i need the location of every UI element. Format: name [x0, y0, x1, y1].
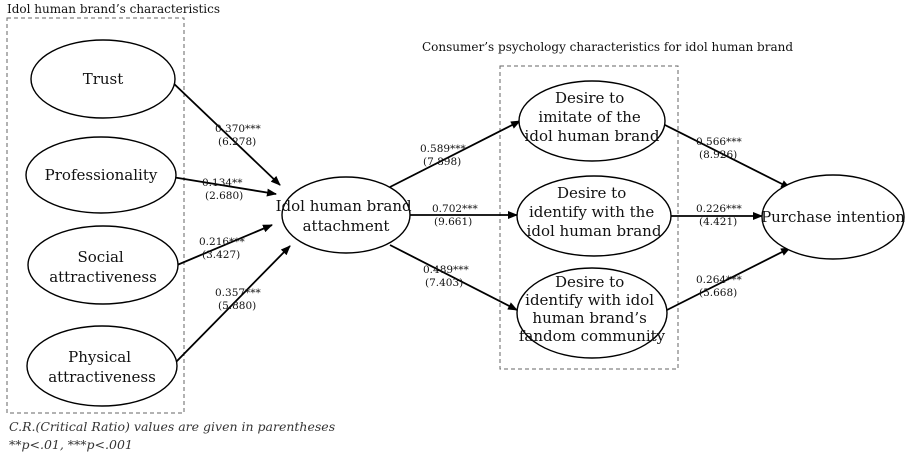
node-trust-label: Trust	[83, 70, 124, 88]
coef-cr: (5.880)	[218, 300, 256, 312]
coef-cr: (3.427)	[202, 249, 240, 261]
coef-cr: (7.898)	[423, 156, 461, 168]
coef-value: 0.134**	[202, 177, 243, 189]
arrow-social-attachment	[169, 224, 273, 269]
coef-value: 0.702***	[432, 203, 479, 215]
node-desire-fandom-label: Desire to identify with idol human brand…	[519, 273, 666, 345]
coef-value: 0.370***	[215, 123, 262, 135]
arrow-imitate-purchase	[662, 123, 791, 189]
node-social-attractiveness-label: Social attractiveness	[49, 248, 157, 286]
coef-value: 0.566***	[696, 136, 743, 148]
coef-social-attachment: 0.216*** (3.427)	[199, 236, 246, 261]
coef-attachment-imitate: 0.589*** (7.898)	[420, 143, 467, 168]
coef-value: 0.226***	[696, 203, 743, 215]
arrow-physical-attachment	[175, 245, 291, 363]
coef-physical-attachment: 0.357*** (5.880)	[215, 287, 262, 312]
coef-value: 0.216***	[199, 236, 246, 248]
arrow-trust-attachment	[169, 79, 281, 186]
coef-trust-attachment: 0.370*** (6.278)	[215, 123, 262, 148]
coef-cr: (6.278)	[218, 136, 256, 148]
consumer-psychology-title: Consumer’s psychology characteristics fo…	[422, 40, 793, 54]
coef-cr: (9.661)	[434, 216, 472, 228]
arrow-fandom-purchase	[662, 247, 791, 313]
node-physical-attractiveness: Physical attractiveness	[26, 325, 178, 407]
coef-fandom-purchase: 0.264*** (5.668)	[696, 274, 743, 299]
coef-value: 0.489***	[423, 264, 470, 276]
coef-attachment-identify: 0.702*** (9.661)	[432, 203, 479, 228]
node-physical-attractiveness-label: Physical attractiveness	[48, 348, 156, 386]
node-professionality-label: Professionality	[45, 166, 158, 184]
cr-footnote: C.R.(Critical Ratio) values are given in…	[9, 419, 335, 434]
coef-professionality-attachment: 0.134** (2.680)	[202, 177, 243, 202]
node-desire-identify: Desire to identify with the idol human b…	[516, 175, 672, 257]
node-attachment: Idol human brand attachment	[276, 176, 417, 254]
node-attachment-label: Idol human brand attachment	[276, 197, 417, 235]
coef-cr: (2.680)	[205, 190, 243, 202]
node-purchase-intention: Purchase intention	[761, 174, 905, 260]
node-desire-imitate-label: Desire to imitate of the idol human bran…	[525, 89, 660, 145]
coef-cr: (7.403)	[425, 277, 463, 289]
coef-cr: (5.668)	[699, 287, 737, 299]
coef-identify-purchase: 0.226*** (4.421)	[696, 203, 743, 228]
node-desire-imitate: Desire to imitate of the idol human bran…	[518, 80, 666, 162]
node-trust: Trust	[30, 39, 176, 119]
coef-value: 0.264***	[696, 274, 743, 286]
node-desire-fandom: Desire to identify with idol human brand…	[516, 267, 668, 359]
arrow-professionality-attachment	[171, 176, 277, 197]
brand-characteristics-title: Idol human brand’s characteristics	[7, 2, 220, 16]
node-desire-identify-label: Desire to identify with the idol human b…	[527, 184, 662, 240]
node-professionality: Professionality	[25, 136, 177, 214]
arrow-attachment-fandom	[389, 244, 518, 311]
arrow-attachment-imitate	[389, 120, 521, 188]
coef-value: 0.589***	[420, 143, 467, 155]
significance-footnote: **p<.01, ***p<.001	[9, 437, 133, 452]
coef-imitate-purchase: 0.566*** (8.926)	[696, 136, 743, 161]
node-social-attractiveness: Social attractiveness	[27, 225, 179, 305]
brand-characteristics-group-box	[6, 17, 185, 414]
coef-cr: (8.926)	[699, 149, 737, 161]
path-arrows	[169, 79, 791, 363]
coef-cr: (4.421)	[699, 216, 737, 228]
consumer-psychology-group-box	[499, 65, 679, 370]
coef-attachment-fandom: 0.489*** (7.403)	[423, 264, 470, 289]
coef-value: 0.357***	[215, 287, 262, 299]
node-purchase-intention-label: Purchase intention	[761, 208, 905, 226]
